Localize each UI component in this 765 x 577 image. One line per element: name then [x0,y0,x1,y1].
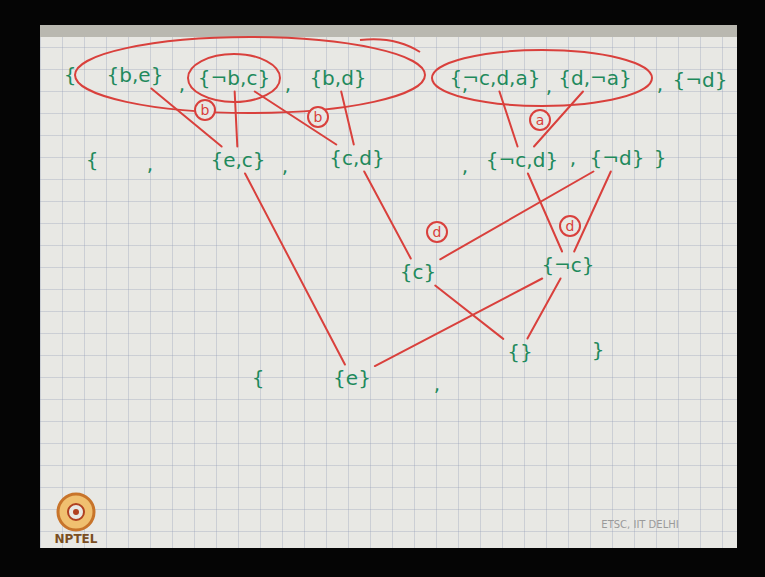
paper-edge-strip [40,25,737,37]
clause-node: {e} [330,366,374,391]
resolution-line [527,279,560,339]
clause-node: {¬d} [587,146,648,171]
nptel-logo [58,494,94,530]
resolution-line [341,92,354,145]
clause-text: {¬d} [673,68,728,92]
resolved-literal-circle: a [529,109,551,131]
clause-node: {¬c,d,a} [447,66,544,91]
set-punctuation: { [64,64,77,86]
set-punctuation: , [462,73,468,95]
clause-text: {} [507,340,532,364]
clause-text: {e,c} [210,148,265,172]
resolved-literal-circle: d [559,215,581,237]
set-punctuation: } [592,339,605,361]
clause-text: {¬b,c} [198,66,270,90]
resolution-line [375,279,542,367]
set-punctuation: , [434,373,440,395]
resolution-line [364,172,411,259]
clause-text: {¬c,d} [486,148,558,172]
set-punctuation: , [657,73,663,95]
clause-text: {¬c} [541,253,594,277]
literal-text: b [314,109,323,125]
set-punctuation: , [570,147,576,169]
literal-text: d [433,224,442,240]
resolved-literal-circle: d [426,221,448,243]
resolution-line [245,174,345,365]
clause-text: {e} [333,366,371,390]
literal-text: d [566,218,575,234]
clause-node: {b,e} [104,63,167,88]
set-punctuation: { [252,367,265,389]
resolution-line [574,172,611,252]
resolution-line [528,174,562,252]
set-punctuation: , [546,75,552,97]
clause-node: {d,¬a} [555,66,635,91]
oval-loop [360,39,420,52]
resolution-line [235,92,238,147]
set-punctuation: { [86,149,99,171]
resolution-line [440,172,593,260]
clause-node: {b,d} [306,66,369,91]
literal-text: b [201,102,210,118]
group-oval [75,37,425,113]
watermark: ETSC, IIT DELHI [601,519,678,530]
clause-node: {¬c,d} [483,148,561,173]
resolution-line [255,92,336,145]
resolution-line [534,92,583,147]
clause-text: {b,d} [309,66,366,90]
clause-text: {¬d} [590,146,645,170]
set-punctuation: , [179,73,185,95]
clause-node: {c,d} [326,146,388,171]
resolved-literal-circle: b [194,99,216,121]
resolved-literal-circle: b [307,106,329,128]
clause-text: {d,¬a} [558,66,632,90]
clause-node: {c} [397,260,439,285]
set-punctuation: , [285,73,291,95]
resolution-line [151,89,221,147]
clause-text: {b,e} [107,63,164,87]
logo-text: NPTEL [55,533,98,546]
clause-text: {c,d} [329,146,385,170]
literal-text: a [536,112,545,128]
clause-node: {} [504,340,535,365]
clause-node: {¬c} [538,253,597,278]
clause-node: {e,c} [207,148,268,173]
resolution-line [499,92,517,147]
clause-node: {¬b,c} [195,66,273,91]
set-punctuation: , [462,155,468,177]
clause-node: {¬d} [670,68,731,93]
clause-text: {c} [400,260,436,284]
grid-paper [40,25,737,548]
set-punctuation: , [147,153,153,175]
set-punctuation: } [654,147,667,169]
group-oval [432,50,652,106]
resolution-line [435,286,503,339]
set-punctuation: , [282,155,288,177]
